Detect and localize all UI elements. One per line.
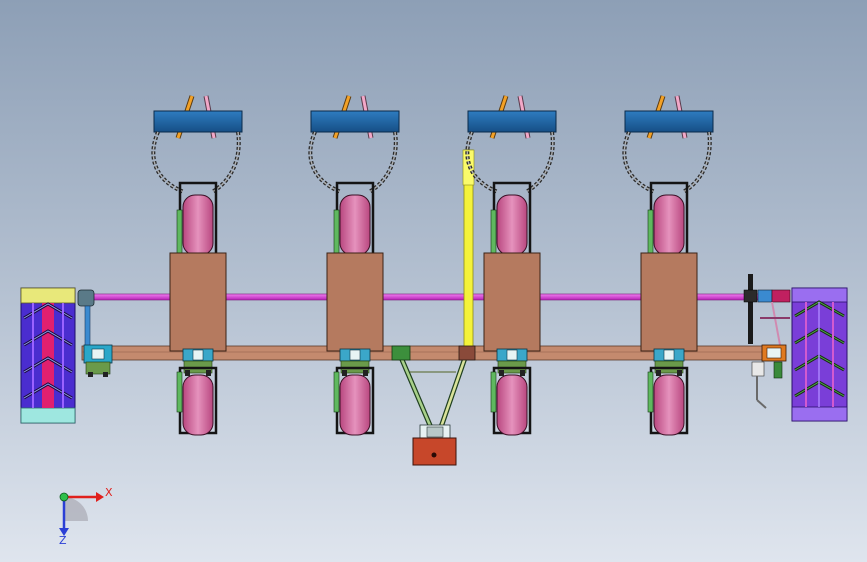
row-unit[interactable]	[151, 95, 243, 436]
rear-closing-wheel	[176, 366, 218, 436]
delivery-chains	[308, 131, 398, 194]
beam-clamp	[496, 348, 528, 376]
beam-clamp	[653, 348, 685, 376]
metering-box[interactable]	[169, 252, 227, 352]
rear-closing-wheel	[490, 366, 532, 436]
z-axis-label: Z	[59, 534, 67, 547]
seed-hopper[interactable]	[467, 110, 557, 133]
seed-hopper[interactable]	[624, 110, 714, 133]
hitch-plate	[412, 437, 457, 466]
row-unit[interactable]	[465, 95, 557, 436]
front-press-wheel	[647, 181, 689, 260]
seed-hopper[interactable]	[310, 110, 400, 133]
x-axis-label: X	[105, 486, 113, 499]
seed-hopper[interactable]	[153, 110, 243, 133]
right-drive-sprocket	[743, 274, 791, 409]
right-drive-wheel[interactable]	[791, 287, 848, 422]
metering-box[interactable]	[483, 252, 541, 352]
front-press-wheel	[176, 181, 218, 260]
metering-box[interactable]	[640, 252, 698, 352]
delivery-chains	[622, 131, 712, 194]
metering-box[interactable]	[326, 252, 384, 352]
left-drive-wheel[interactable]	[20, 287, 76, 424]
delivery-chains	[465, 131, 555, 194]
beam-clamp	[339, 348, 371, 376]
beam-clamp	[182, 348, 214, 376]
hitch-assembly	[391, 345, 476, 466]
row-unit[interactable]	[308, 95, 400, 436]
rear-closing-wheel	[647, 366, 689, 436]
coordinate-triad: X Z	[59, 486, 113, 547]
rear-closing-wheel	[333, 366, 375, 436]
row-unit[interactable]	[622, 95, 714, 436]
left-drive-linkage	[77, 289, 113, 377]
front-press-wheel	[333, 181, 375, 260]
front-press-wheel	[490, 181, 532, 260]
delivery-chains	[151, 131, 241, 194]
